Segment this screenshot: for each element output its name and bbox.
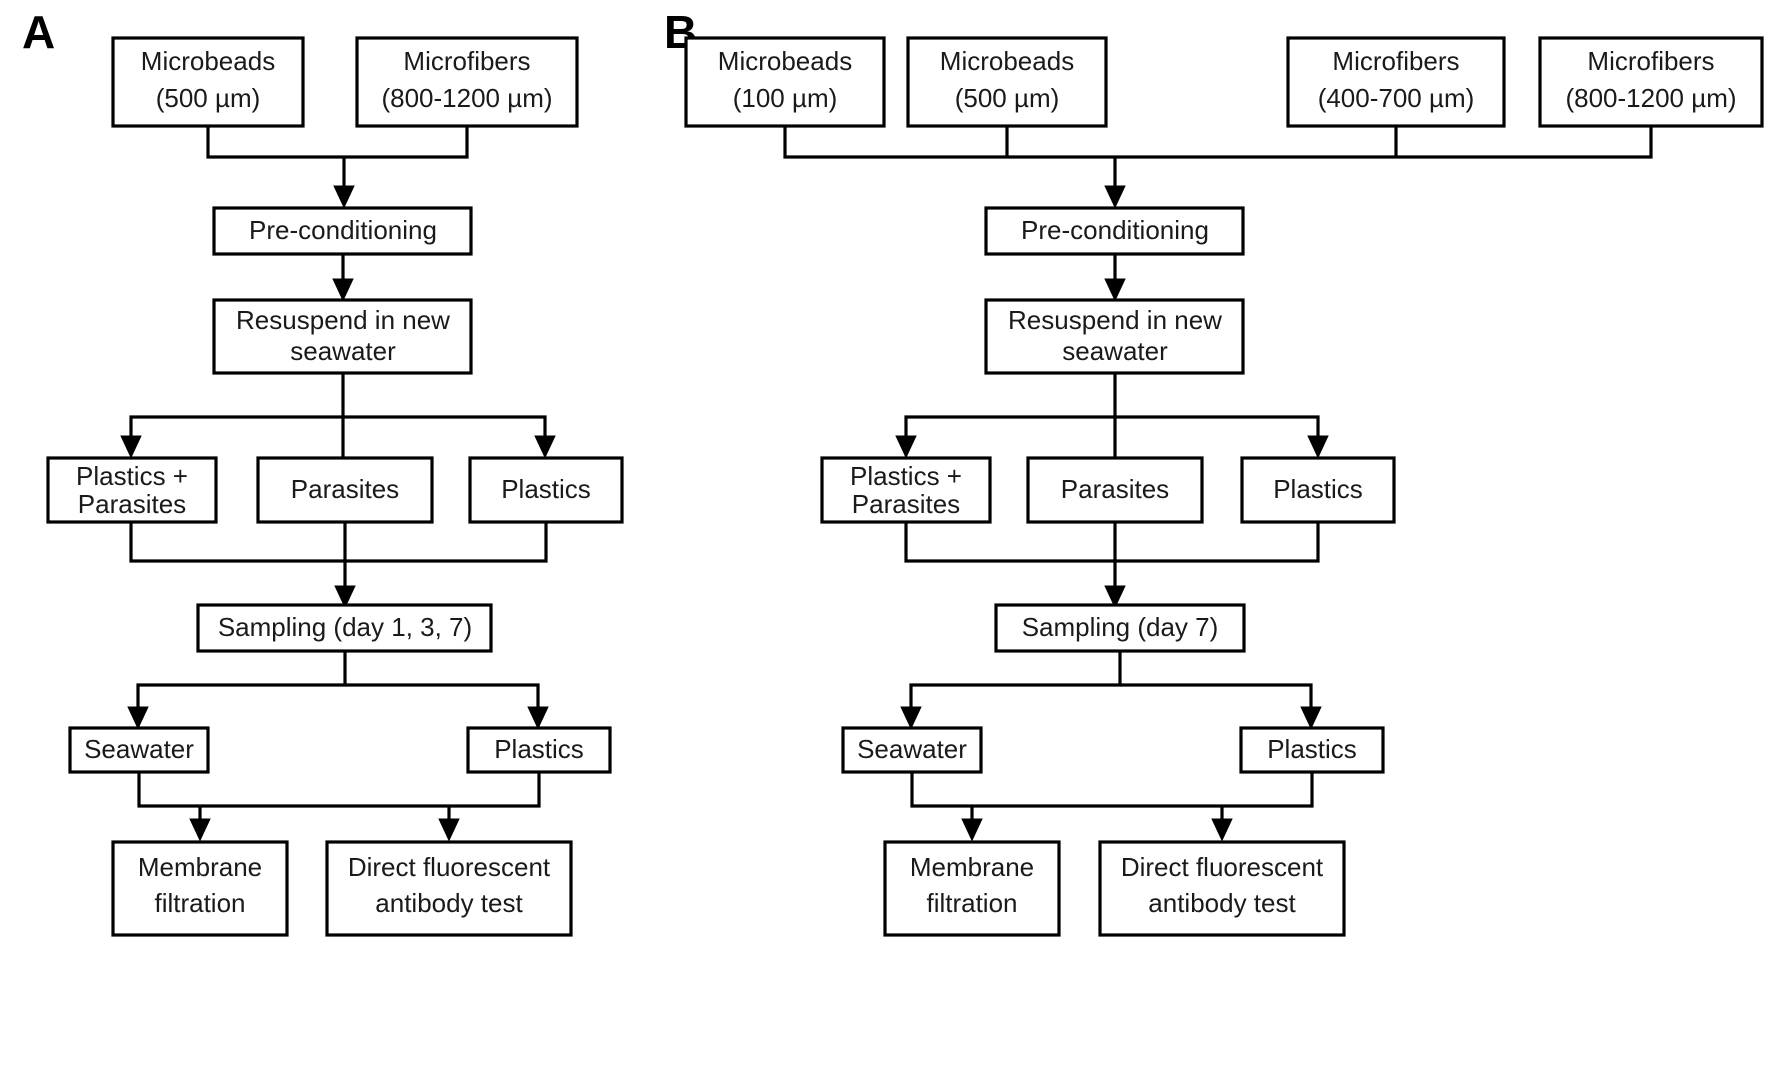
panel-a-connector-sampling-split-right xyxy=(345,683,549,730)
panel-a-node-matrix-1-label: Seawater xyxy=(84,734,194,764)
panel-a-node-assay-dfa-test xyxy=(325,840,573,937)
panel-b-node-source-2 xyxy=(906,36,1108,128)
panel-a-node-treatment-2-label: Parasites xyxy=(291,474,399,504)
panel-b-connector-sampling-split-right xyxy=(1120,683,1322,730)
panel-b-node-assay-1-line2: filtration xyxy=(926,888,1017,918)
panel-b-node-source-2-line2: (500 µm) xyxy=(955,83,1060,113)
panel-a-node-assay-2-line1: Direct fluorescent xyxy=(348,852,551,882)
panel-b-connector-treatments-merge xyxy=(904,522,1320,563)
panel-b-node-treatment-3-label: Plastics xyxy=(1273,474,1363,504)
panel-b-node-treatment-1-line1: Plastics + xyxy=(850,461,962,491)
panel-b-connector-resuspend-split-right xyxy=(1115,415,1329,459)
panel-b-node-treatment-2-label: Parasites xyxy=(1061,474,1169,504)
panel-a-node-resuspend-line1: Resuspend in new xyxy=(236,305,450,335)
panel-b-node-treatment-plastics xyxy=(1240,456,1396,524)
panel-a-node-preconditioning-label: Pre-conditioning xyxy=(249,215,437,245)
panel-b-node-assay-2-line1: Direct fluorescent xyxy=(1121,852,1324,882)
panel-a-node-assay-1-line1: Membrane xyxy=(138,852,262,882)
panel-a-node-treatment-plastics xyxy=(468,456,624,524)
panel-b-node-source-4-line1: Microfibers xyxy=(1587,46,1714,76)
panel-b-node-source-4-line2: (800-1200 µm) xyxy=(1565,83,1736,113)
panel-b-connector-sources-merge xyxy=(783,126,1653,159)
panel-a-node-matrix-seawater xyxy=(68,726,210,774)
panel-a-connector-resuspend-split-right xyxy=(343,415,556,459)
panel-b-node-source-3-line2: (400-700 µm) xyxy=(1318,83,1475,113)
panel-b-node-sampling xyxy=(994,603,1246,653)
panel-b-node-source-2-line1: Microbeads xyxy=(940,46,1074,76)
panel-b-node-assay-2-line2: antibody test xyxy=(1148,888,1296,918)
panel-b-node-resuspend-line1: Resuspend in new xyxy=(1008,305,1222,335)
panel-a-node-assay-2-line2: antibody test xyxy=(375,888,523,918)
panel-b-node-matrix-plastics xyxy=(1239,726,1385,774)
panel-b-connector-sampling-split-left xyxy=(900,651,1122,730)
panel-a-node-sampling xyxy=(196,603,493,653)
panel-b-node-source-1-line1: Microbeads xyxy=(718,46,852,76)
panel-b-node-source-3-line1: Microfibers xyxy=(1332,46,1459,76)
panel-b-connector-matrices-merge xyxy=(910,772,1314,808)
panel-a-node-assay-1-line2: filtration xyxy=(154,888,245,918)
panel-b-node-assay-1-line1: Membrane xyxy=(910,852,1034,882)
panel-a-node-treatment-1-line1: Plastics + xyxy=(76,461,188,491)
panel-b-node-assay-membrane-filtration xyxy=(883,840,1061,937)
panel-a-connector-treatments-merge xyxy=(129,522,548,563)
panel-a-node-matrix-plastics xyxy=(466,726,612,774)
panel-a-node-assay-membrane-filtration xyxy=(111,840,289,937)
panel-b-node-source-4 xyxy=(1538,36,1764,128)
panel-b-node-matrix-seawater xyxy=(841,726,983,774)
panel-a-node-source-1-line1: Microbeads xyxy=(141,46,275,76)
panel-a-node-source-2 xyxy=(355,36,579,128)
panel-b-node-resuspend xyxy=(984,298,1245,375)
panel-a-connector-sources-merge xyxy=(206,126,469,159)
panel-b-node-matrix-1-label: Seawater xyxy=(857,734,967,764)
panel-b-node-matrix-2-label: Plastics xyxy=(1267,734,1357,764)
panel-b-connector-resuspend-split-left xyxy=(895,373,1117,459)
panel-a-connector-sampling-split-left xyxy=(127,651,347,730)
panel-b-node-preconditioning xyxy=(984,206,1245,256)
panel-b-node-treatment-1-line2: Parasites xyxy=(852,489,960,519)
panel-b-node-assay-dfa-test xyxy=(1098,840,1346,937)
panel-a-node-treatment-3-label: Plastics xyxy=(501,474,591,504)
panel-b-node-source-3 xyxy=(1286,36,1506,128)
panel-a-letter: A xyxy=(22,6,55,58)
panel-b-node-resuspend-line2: seawater xyxy=(1062,336,1168,366)
panel-b-node-sampling-label: Sampling (day 7) xyxy=(1022,612,1219,642)
panel-a-node-source-1 xyxy=(111,36,305,128)
panel-a-node-sampling-label: Sampling (day 1, 3, 7) xyxy=(218,612,472,642)
panel-b-node-source-1-line2: (100 µm) xyxy=(733,83,838,113)
panel-a-node-source-2-line2: (800-1200 µm) xyxy=(381,83,552,113)
panel-a-node-source-2-line1: Microfibers xyxy=(403,46,530,76)
panel-a-node-matrix-2-label: Plastics xyxy=(494,734,584,764)
panel-a-node-source-1-line2: (500 µm) xyxy=(156,83,261,113)
panel-a-node-resuspend xyxy=(212,298,473,375)
panel-a-connector-matrices-merge xyxy=(137,772,541,808)
panel-b-node-preconditioning-label: Pre-conditioning xyxy=(1021,215,1209,245)
panel-a-node-treatment-1-line2: Parasites xyxy=(78,489,186,519)
panel-a-connector-resuspend-split-left xyxy=(120,373,345,459)
panel-a-node-resuspend-line2: seawater xyxy=(290,336,396,366)
panel-b-node-source-1 xyxy=(684,36,886,128)
